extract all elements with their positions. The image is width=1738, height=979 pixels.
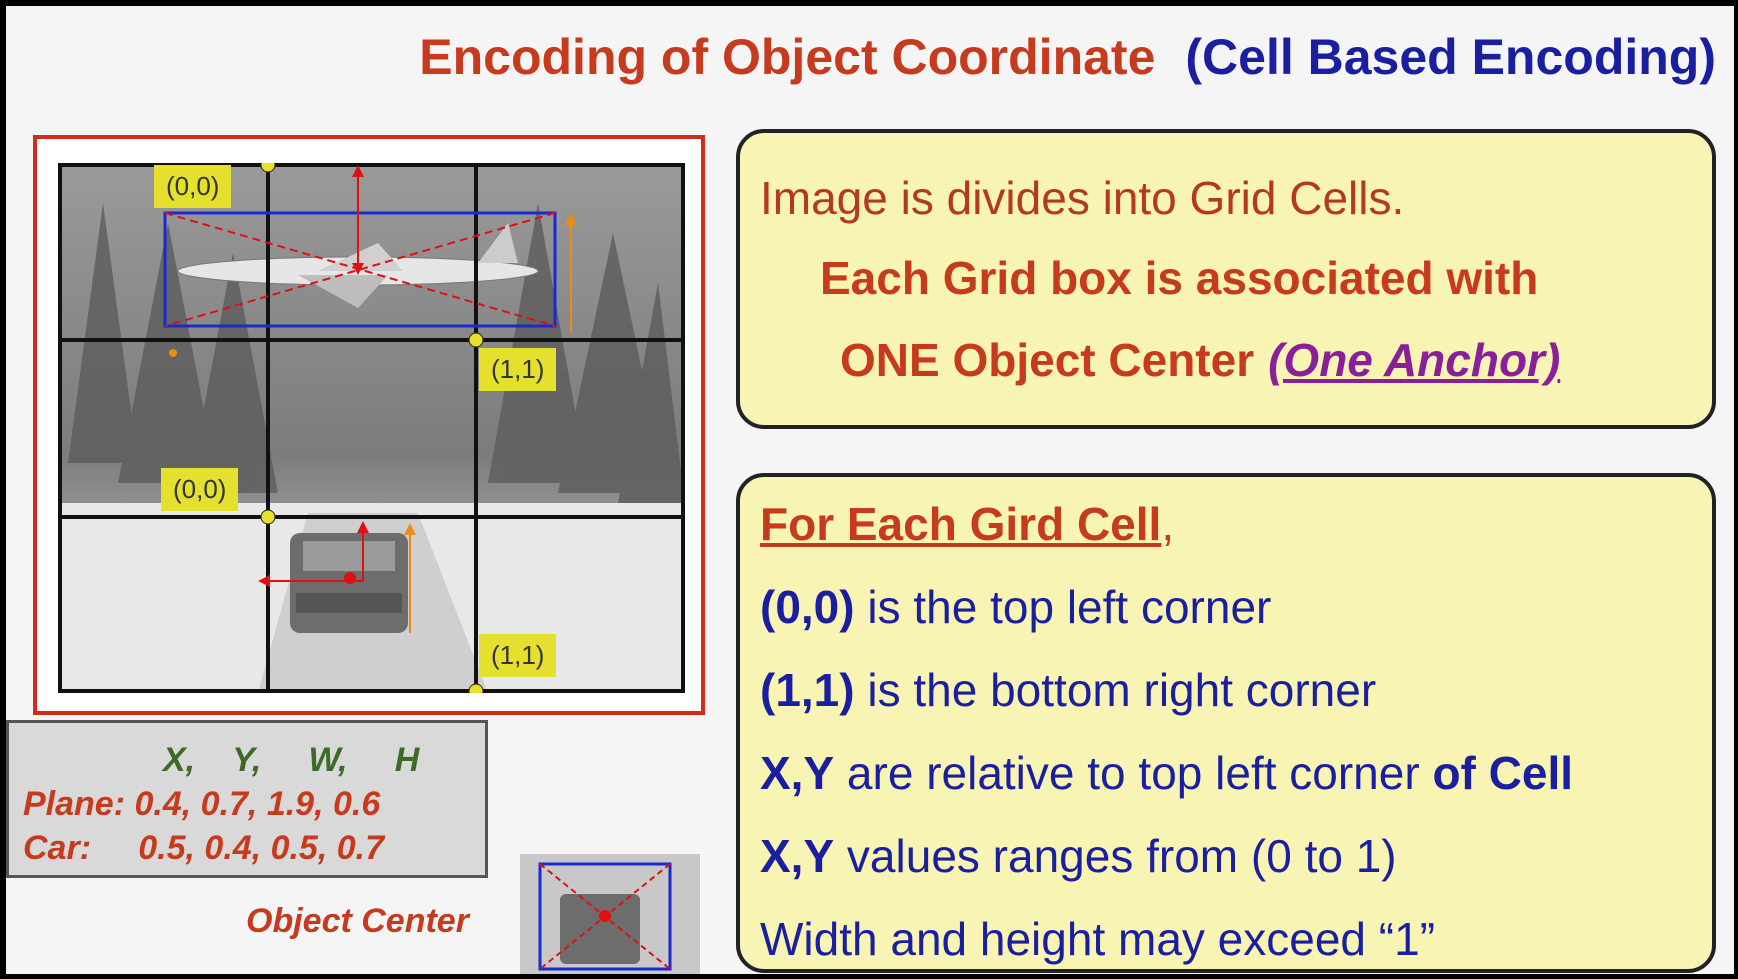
grid-illustration bbox=[58, 163, 685, 693]
car-row: Car: 0.5, 0.4, 0.5, 0.7 bbox=[23, 829, 384, 868]
box2-line3-rest: are relative to top left corner bbox=[834, 747, 1433, 799]
plane-label: Plane: bbox=[23, 785, 126, 823]
box2-line1-rest: is the top left corner bbox=[854, 581, 1272, 633]
car-thumbnail-illustration bbox=[520, 854, 700, 974]
box2-line3: X,Y are relative to top left corner of C… bbox=[760, 746, 1573, 800]
box2-line1: (0,0) is the top left corner bbox=[760, 580, 1271, 634]
grid-cells-info-box: Image is divides into Grid Cells. Each G… bbox=[736, 129, 1716, 429]
box2-line4-rest: values ranges from (0 to 1) bbox=[834, 830, 1397, 882]
box1-line3-text: ONE Object Center bbox=[840, 334, 1255, 386]
plane-row: Plane: 0.4, 0.7, 1.9, 0.6 bbox=[23, 785, 380, 824]
box2-line1-bold: (0,0) bbox=[760, 581, 855, 633]
box1-line2: Each Grid box is associated with bbox=[820, 252, 1539, 304]
box2-line4-bold: X,Y bbox=[760, 830, 835, 882]
coordinate-values-box: X, Y, W, H Plane: 0.4, 0.7, 1.9, 0.6 Car… bbox=[6, 720, 488, 878]
box2-line4: X,Y values ranges from (0 to 1) bbox=[760, 829, 1397, 883]
box2-line5: Width and height may exceed “1” bbox=[760, 913, 1436, 965]
box2-line2-bold: (1,1) bbox=[760, 664, 855, 716]
object-center-thumbnail bbox=[520, 854, 700, 974]
coord-header: X, Y, W, H bbox=[163, 741, 420, 779]
box1-line3: ONE Object Center(One Anchor) bbox=[840, 333, 1560, 387]
slide-title: Encoding of Object Coordinate (Cell Based… bbox=[6, 28, 1734, 86]
corner-dots bbox=[260, 163, 484, 693]
object-center-label: Object Center bbox=[246, 902, 469, 940]
box2-line2-rest: is the bottom right corner bbox=[854, 664, 1377, 716]
label-top-left-1: (0,0) bbox=[154, 165, 232, 208]
box2-heading: For Each Gird Cell, bbox=[760, 497, 1174, 551]
label-bottom-right-2: (1,1) bbox=[479, 634, 557, 677]
box2-line2: (1,1) is the bottom right corner bbox=[760, 663, 1376, 717]
plane-bounding-box bbox=[163, 165, 577, 333]
car-values: 0.5, 0.4, 0.5, 0.7 bbox=[138, 829, 385, 867]
box2-line3-bold2: of Cell bbox=[1432, 747, 1574, 799]
trees bbox=[68, 203, 685, 503]
slide: Encoding of Object Coordinate (Cell Based… bbox=[6, 6, 1734, 974]
box2-line3-bold: X,Y bbox=[760, 747, 835, 799]
box1-line1: Image is divides into Grid Cells. bbox=[760, 172, 1405, 224]
label-top-left-2: (0,0) bbox=[161, 468, 239, 511]
grid-image bbox=[58, 163, 685, 693]
grid-cell-rules-box: For Each Gird Cell, (0,0) is the top lef… bbox=[736, 473, 1716, 973]
car-label: Car: bbox=[23, 829, 92, 867]
car-arrows bbox=[169, 349, 416, 633]
label-bottom-right-1: (1,1) bbox=[479, 348, 557, 391]
box2-heading-text: For Each Gird Cell bbox=[760, 498, 1162, 550]
title-main: Encoding of Object Coordinate bbox=[419, 29, 1156, 85]
plane-values: 0.4, 0.7, 1.9, 0.6 bbox=[134, 785, 381, 823]
grid-lines bbox=[58, 163, 685, 693]
one-anchor-text: (One Anchor) bbox=[1268, 334, 1561, 386]
title-sub: (Cell Based Encoding) bbox=[1185, 29, 1716, 85]
box2-heading-suffix: , bbox=[1161, 498, 1175, 550]
